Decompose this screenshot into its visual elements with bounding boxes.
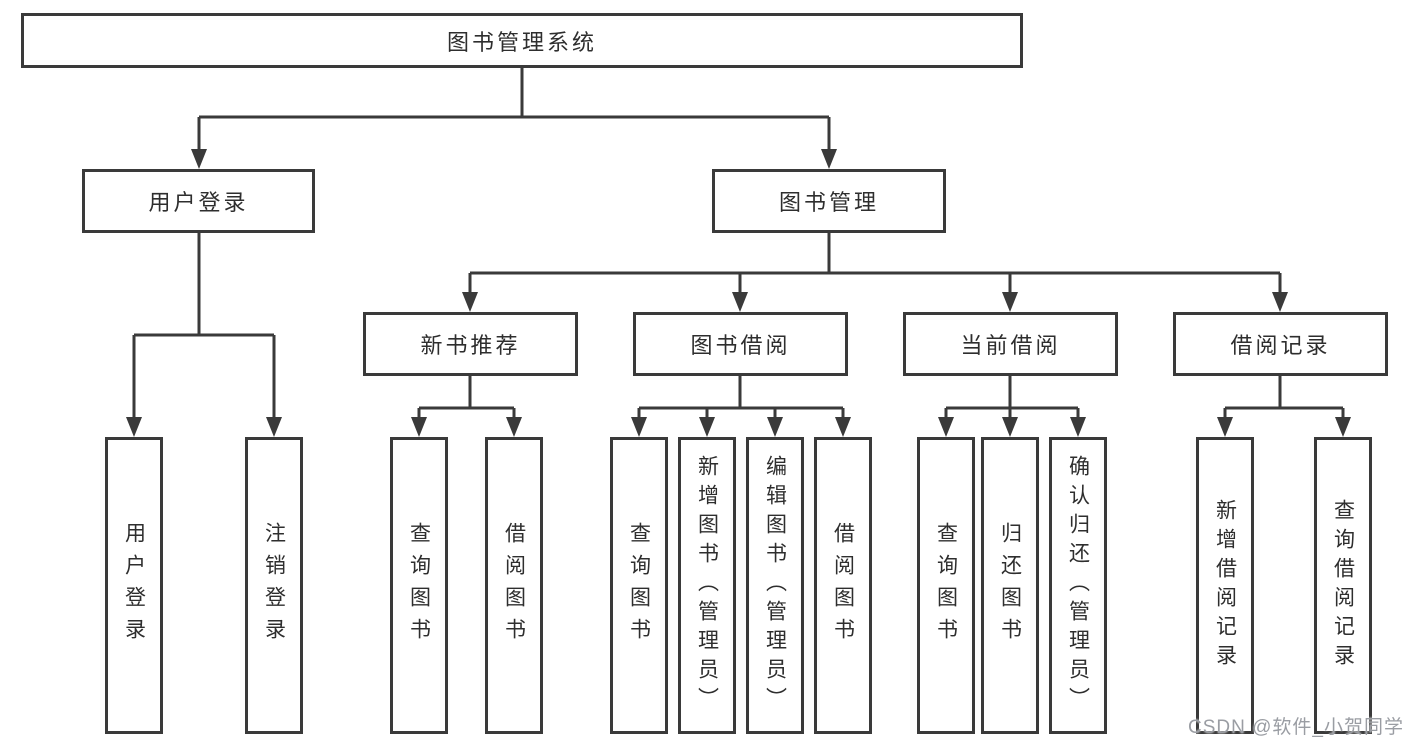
arrowhead — [462, 292, 478, 312]
arrowhead — [266, 417, 282, 437]
node-label: 用户登录 — [148, 190, 249, 215]
watermark: CSDN @软件_小贺同学 — [1188, 717, 1404, 738]
node-label: 归还图书 — [998, 521, 1022, 650]
node-book-borrowing: 图书借阅 — [633, 312, 848, 376]
arrowhead — [699, 417, 715, 437]
node-user-login-branch: 用户登录 — [82, 169, 315, 233]
node-confirm-return-admin: 确认归还（管理员） — [1049, 437, 1107, 734]
arrowhead — [631, 417, 647, 437]
node-label: 新增图书（管理员） — [695, 455, 719, 716]
node-edit-book-admin: 编辑图书（管理员） — [746, 437, 804, 734]
arrowhead — [1217, 417, 1233, 437]
node-label: 编辑图书（管理员） — [763, 455, 787, 716]
node-query-borrow-record: 查询借阅记录 — [1314, 437, 1372, 734]
arrowhead — [1002, 417, 1018, 437]
node-add-borrow-record: 新增借阅记录 — [1196, 437, 1254, 734]
arrowhead — [767, 417, 783, 437]
arrowhead — [1070, 417, 1086, 437]
node-return-book: 归还图书 — [981, 437, 1039, 734]
arrowhead — [1272, 292, 1288, 312]
arrowhead — [126, 417, 142, 437]
node-borrow-books: 借阅图书 — [814, 437, 872, 734]
node-label: 图书管理 — [778, 190, 879, 215]
node-label: 查询图书 — [934, 521, 958, 650]
node-query-books-borrowing: 查询图书 — [610, 437, 668, 734]
arrowhead — [821, 149, 837, 169]
node-label: 新增借阅记录 — [1213, 498, 1237, 673]
node-query-books-current: 查询图书 — [917, 437, 975, 734]
node-user-login: 用户登录 — [105, 437, 163, 734]
arrowhead — [938, 417, 954, 437]
arrowhead — [1002, 292, 1018, 312]
node-library-management-system: 图书管理系统 — [21, 13, 1023, 68]
node-label: 新书推荐 — [420, 333, 521, 358]
node-book-management-branch: 图书管理 — [712, 169, 946, 233]
connector-lines — [132, 68, 1345, 420]
node-label: 用户登录 — [122, 521, 146, 650]
node-label: 图书管理系统 — [446, 29, 597, 55]
node-query-books-recommendation: 查询图书 — [390, 437, 448, 734]
node-label: 借阅图书 — [502, 521, 526, 650]
node-label: 确认归还（管理员） — [1066, 455, 1090, 716]
node-add-book-admin: 新增图书（管理员） — [678, 437, 736, 734]
arrowhead — [835, 417, 851, 437]
node-borrowing-records: 借阅记录 — [1173, 312, 1388, 376]
node-label: 查询借阅记录 — [1331, 498, 1355, 673]
node-label: 借阅图书 — [831, 521, 855, 650]
node-new-book-recommendation: 新书推荐 — [363, 312, 578, 376]
arrowheads — [126, 149, 1351, 437]
arrowhead — [1335, 417, 1351, 437]
node-label: 图书借阅 — [690, 333, 791, 358]
node-borrow-books-recommendation: 借阅图书 — [485, 437, 543, 734]
node-label: 当前借阅 — [960, 333, 1061, 358]
node-logout: 注销登录 — [245, 437, 303, 734]
node-label: 查询图书 — [627, 521, 651, 650]
arrowhead — [191, 149, 207, 169]
node-current-borrowing: 当前借阅 — [903, 312, 1118, 376]
arrowhead — [506, 417, 522, 437]
arrowhead — [411, 417, 427, 437]
node-label: 查询图书 — [407, 521, 431, 650]
node-label: 借阅记录 — [1230, 333, 1331, 358]
node-label: 注销登录 — [262, 521, 286, 650]
arrowhead — [732, 292, 748, 312]
